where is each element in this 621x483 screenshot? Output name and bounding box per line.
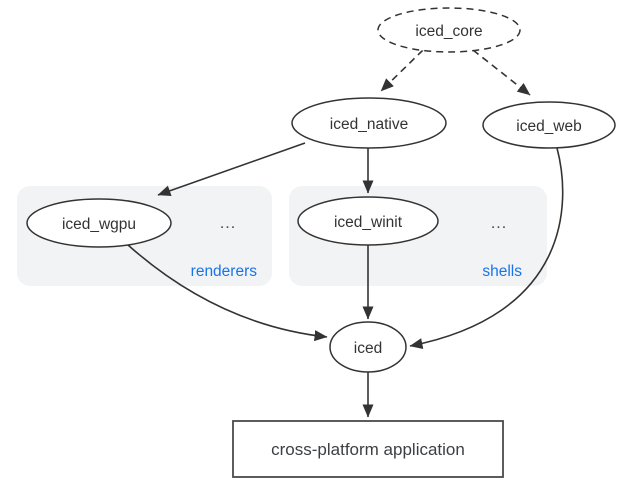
shells-ellipsis: ... (491, 215, 507, 232)
node-iced-winit: iced_winit (297, 196, 439, 246)
node-iced-core: iced_core (377, 7, 521, 53)
app-label: cross-platform application (271, 440, 465, 459)
renderers-ellipsis: ... (220, 215, 236, 232)
iced-native-label: iced_native (330, 116, 408, 133)
iced-wgpu-ellipse (26, 198, 172, 248)
iced-winit-ellipse (297, 196, 439, 246)
shells-group-label: shells (482, 263, 522, 280)
iced-core-label: iced_core (415, 23, 482, 40)
node-iced-wgpu: iced_wgpu (26, 198, 172, 248)
iced-web-label: iced_web (516, 118, 582, 135)
edge-iced-core-to-iced-web (472, 49, 531, 96)
node-iced: iced (329, 321, 407, 373)
edge-iced-native-to-iced-wgpu (157, 142, 306, 197)
app-rectangle (232, 420, 504, 478)
iced-core-ellipse (377, 7, 521, 53)
edge-iced-web-to-iced (409, 147, 564, 349)
edge-iced-wgpu-to-iced (127, 244, 328, 342)
iced-wgpu-label: iced_wgpu (62, 216, 136, 233)
renderers-group-label: renderers (191, 263, 258, 280)
edge-iced-core-to-iced-native (380, 49, 424, 92)
iced-ellipse (329, 321, 407, 373)
iced-native-ellipse (291, 97, 447, 149)
node-iced-native: iced_native (291, 97, 447, 149)
iced-label: iced (354, 340, 382, 357)
iced-web-ellipse (482, 101, 616, 149)
iced-winit-label: iced_winit (334, 214, 403, 231)
node-iced-web: iced_web (482, 101, 616, 149)
node-cross-platform-application: cross-platform application (232, 420, 504, 478)
